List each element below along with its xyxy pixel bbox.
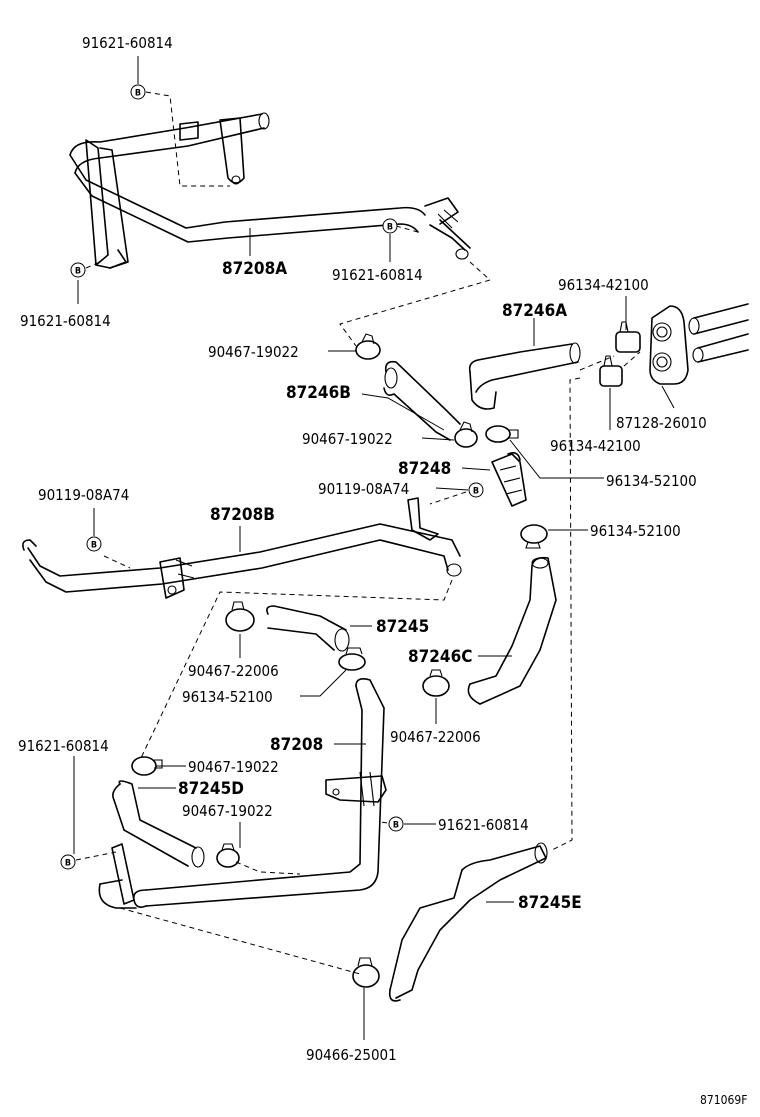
- svg-text:B: B: [387, 223, 393, 233]
- figure-code: 871069F: [700, 1093, 747, 1107]
- label-clip-bottom: 96134-42100: [550, 437, 641, 455]
- hose-87245: [266, 605, 350, 652]
- bolt-symbol-left: B: [70, 262, 86, 278]
- joint-87248: [491, 452, 527, 507]
- label-clamp-1: 90467-19022: [208, 343, 299, 361]
- hose-87246b: [383, 360, 461, 441]
- label-bolt-mid: 91621-60814: [438, 816, 529, 834]
- part-labels: 91621-60814 91621-60814 87208A 91621-608…: [18, 34, 747, 1107]
- bolt-symbol-low-left: B: [60, 854, 76, 870]
- clip-96134-42100-top: [615, 321, 641, 353]
- svg-text:B: B: [393, 821, 399, 831]
- hose-87245e: [388, 842, 548, 1002]
- bolt-symbol-top: B: [130, 84, 146, 100]
- label-87246c: 87246C: [408, 647, 472, 667]
- label-87208a: 87208A: [222, 259, 287, 279]
- label-top-bolt: 91621-60814: [82, 34, 173, 52]
- label-clip-52100: 96134-52100: [182, 688, 273, 706]
- svg-text:B: B: [473, 487, 479, 497]
- clamp-90466-25001: [352, 957, 380, 988]
- connector-87128: [649, 303, 749, 385]
- label-clamp-d2: 90467-19022: [182, 802, 273, 820]
- label-clamp-2: 90467-19022: [302, 430, 393, 448]
- label-bolt-r: 90119-08A74: [318, 480, 409, 498]
- label-87246a: 87246A: [502, 301, 567, 321]
- label-clamp-22006b: 90467-22006: [390, 728, 481, 746]
- label-87246b: 87246B: [286, 383, 351, 403]
- label-clamp-bottom: 90466-25001: [306, 1046, 397, 1064]
- clip-96134-52100-c: [338, 647, 366, 671]
- label-left-bolt: 91621-60814: [20, 312, 111, 330]
- label-mid-bolt: 91621-60814: [332, 266, 423, 284]
- svg-text:B: B: [75, 267, 81, 277]
- clamp-90467-22006-b: [422, 669, 450, 697]
- label-clamp-22006: 90467-22006: [188, 662, 279, 680]
- label-87208: 87208: [270, 735, 323, 755]
- label-connector: 87128-26010: [616, 414, 707, 432]
- clip-96134-52100-b: [520, 524, 548, 549]
- clamp-90467-19022-d: [216, 843, 240, 868]
- bolt-symbol-87208-mid: B: [388, 816, 404, 832]
- label-87248: 87248: [398, 459, 451, 479]
- hose-87246c: [467, 556, 557, 705]
- clamp-90467-19022-a: [355, 333, 381, 360]
- clamp-90467-19022-b: [454, 421, 478, 448]
- label-clamp-d: 90467-19022: [188, 758, 279, 776]
- label-clip-joint2: 96134-52100: [590, 522, 681, 540]
- svg-text:B: B: [65, 859, 71, 869]
- label-87245e: 87245E: [518, 893, 582, 913]
- hose-87246a: [468, 342, 581, 410]
- pipe-87208: [98, 678, 387, 909]
- label-clip-joint: 96134-52100: [606, 472, 697, 490]
- bolt-symbol-87208b-left: B: [86, 536, 102, 552]
- hose-87245d: [112, 780, 205, 868]
- svg-text:B: B: [91, 541, 97, 551]
- pipe-87208a: [69, 112, 471, 269]
- label-bolt-l: 90119-08A74: [38, 486, 129, 504]
- label-87245: 87245: [376, 617, 429, 637]
- bolt-symbol-87208b-right: B: [468, 482, 484, 498]
- label-87208b: 87208B: [210, 505, 275, 525]
- clip-96134-42100-bottom: [599, 355, 623, 387]
- leader-lines: [73, 56, 675, 1040]
- svg-text:B: B: [135, 89, 141, 99]
- label-clip-top: 96134-42100: [558, 276, 649, 294]
- pipe-87208b: [22, 497, 462, 599]
- clamp-90467-22006-a: [225, 601, 255, 632]
- label-bolt-low: 91621-60814: [18, 737, 109, 755]
- clip-96134-52100-a: [485, 425, 519, 443]
- bolt-symbol-mid-top: B: [382, 218, 398, 234]
- dashed-lines: [75, 91, 641, 975]
- label-87245d: 87245D: [178, 779, 244, 799]
